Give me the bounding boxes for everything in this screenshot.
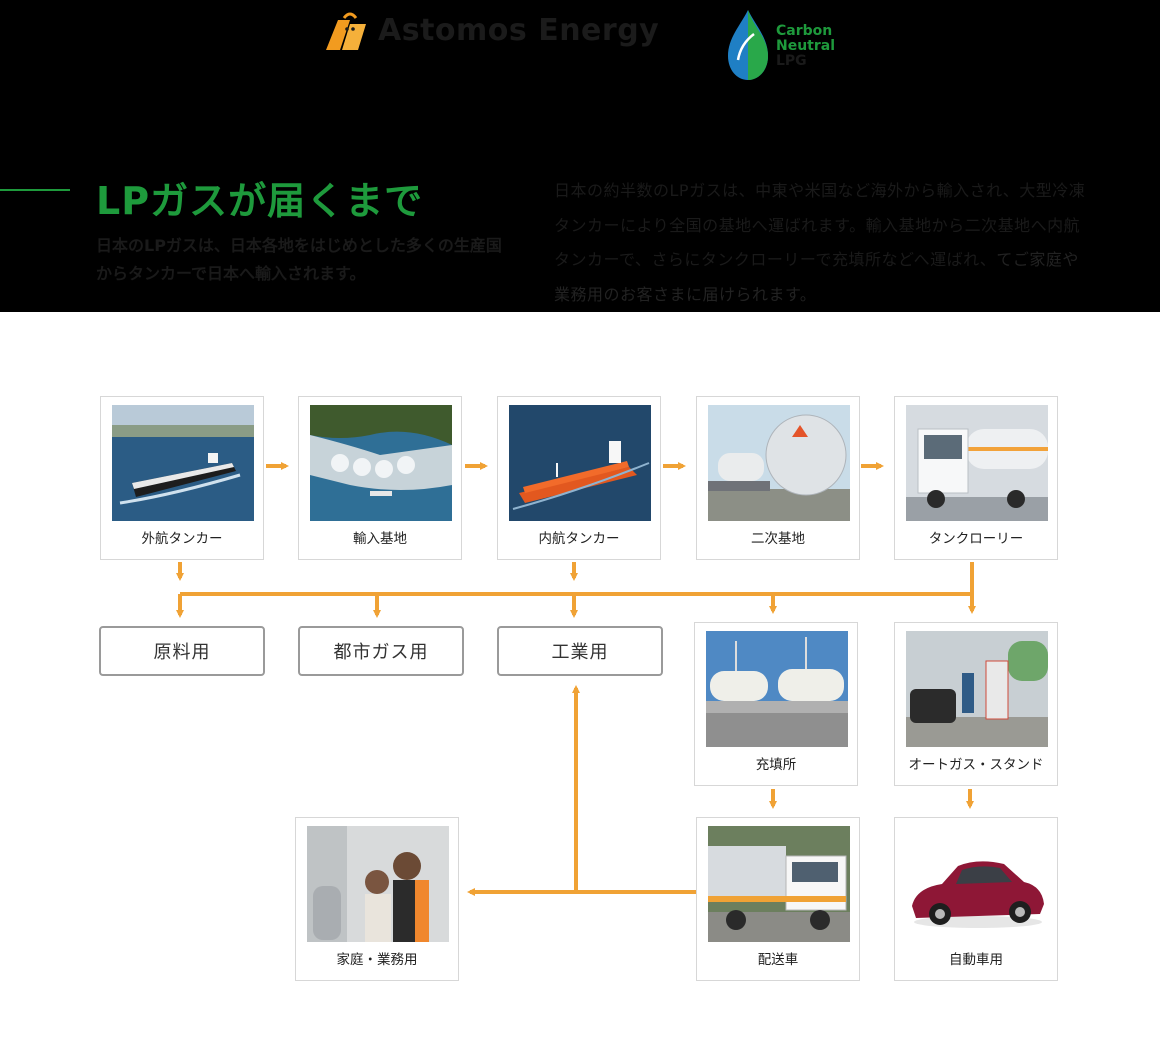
intro-text: 日本の約半数のLPガスは、中東や米国など海外から輸入され、大型冷凍タンカーにより… bbox=[554, 174, 1094, 312]
ocean-tanker-label: 外航タンカー bbox=[141, 531, 223, 547]
brand-name: Astomos Energy bbox=[378, 12, 660, 48]
node-home-business: 家庭・業務用 bbox=[295, 817, 459, 981]
secondary-base-photo bbox=[708, 405, 850, 521]
home-business-label: 家庭・業務用 bbox=[336, 952, 418, 968]
title-rule bbox=[0, 189, 70, 191]
use-raw-material: 原料用 bbox=[99, 626, 265, 676]
badge-line-neutral: Neutral bbox=[776, 38, 836, 54]
import-base-photo bbox=[310, 405, 452, 521]
hero-background bbox=[0, 0, 1160, 312]
use-city-gas: 都市ガス用 bbox=[298, 626, 464, 676]
secondary-base-label: 二次基地 bbox=[751, 531, 805, 547]
coastal-tanker-photo bbox=[509, 405, 651, 521]
tank-lorry-label: タンクローリー bbox=[928, 531, 1024, 547]
filling-station-photo bbox=[706, 631, 848, 747]
ocean-tanker-photo bbox=[112, 405, 254, 521]
node-tank-lorry: タンクローリー bbox=[894, 396, 1058, 560]
delivery-truck-label: 配送車 bbox=[757, 952, 799, 968]
home-business-photo bbox=[307, 826, 449, 942]
astomos-logo: Astomos Energy bbox=[320, 8, 659, 52]
autogas-station-label: オートガス・スタンド bbox=[908, 757, 1044, 773]
node-import-base: 輸入基地 bbox=[298, 396, 462, 560]
automobile-label: 自動車用 bbox=[949, 952, 1003, 968]
use-industrial: 工業用 bbox=[497, 626, 663, 676]
delivery-truck-photo bbox=[708, 826, 850, 942]
filling-station-label: 充填所 bbox=[755, 757, 797, 773]
badge-line-carbon: Carbon bbox=[776, 23, 833, 39]
node-secondary-base: 二次基地 bbox=[696, 396, 860, 560]
autogas-station-photo bbox=[906, 631, 1048, 747]
water-leaf-icon bbox=[728, 10, 768, 80]
carbon-neutral-badge: Carbon Neutral LPG bbox=[724, 8, 844, 82]
node-filling-station: 充填所 bbox=[694, 622, 858, 786]
badge-line-lpg: LPG bbox=[776, 53, 807, 69]
node-coastal-tanker: 内航タンカー bbox=[497, 396, 661, 560]
intro-text-main: 日本の約半数のLPガスは、中東や米国など海外から輸入され、大型冷凍タンカーにより… bbox=[554, 181, 1086, 269]
automobile-photo bbox=[906, 826, 1048, 942]
tank-lorry-photo bbox=[906, 405, 1048, 521]
page-title: LPガスが届くまで bbox=[96, 179, 424, 223]
node-automobile: 自動車用 bbox=[894, 817, 1058, 981]
coastal-tanker-label: 内航タンカー bbox=[538, 531, 620, 547]
page-subtitle: 日本のLPガスは、日本各地をはじめとした多くの生産国からタンカーで日本へ輸入され… bbox=[96, 236, 502, 283]
astomos-logo-icon bbox=[326, 12, 366, 50]
import-base-label: 輸入基地 bbox=[353, 531, 407, 547]
node-autogas-station: オートガス・スタンド bbox=[894, 622, 1058, 786]
node-delivery-truck: 配送車 bbox=[696, 817, 860, 981]
node-ocean-tanker: 外航タンカー bbox=[100, 396, 264, 560]
intro-text-tail: てご家庭や業務用のお客さまに届けられます。 bbox=[554, 250, 1079, 304]
